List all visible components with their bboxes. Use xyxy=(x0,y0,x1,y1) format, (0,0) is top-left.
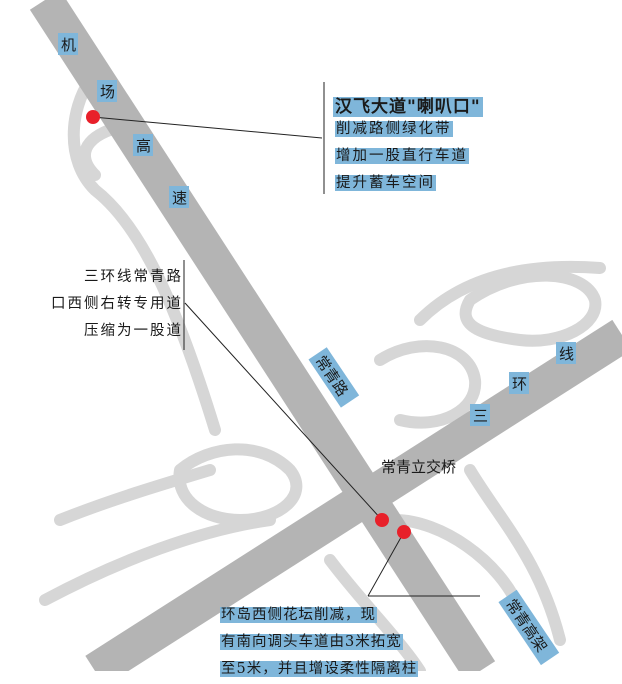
road-labels: 机 场 高 速 常青路 三 环 线 常青高架 xyxy=(58,33,576,666)
south-ramp-west xyxy=(324,554,426,671)
west-ramp xyxy=(54,464,216,526)
annotation-sanhuan-line: 压缩为一股道 xyxy=(84,323,183,339)
annotation-hanfei-title-text: 汉飞大道"喇叭口" xyxy=(333,97,483,117)
road-label-gao: 高 xyxy=(136,137,151,155)
marker-roundabout xyxy=(397,525,411,539)
markers xyxy=(86,110,411,539)
airport-expressway-road xyxy=(29,0,496,671)
annotation-sanhuan-line: 口西侧右转专用道 xyxy=(51,296,183,312)
southwest-ramp xyxy=(39,514,276,606)
marker-sanhuan xyxy=(375,513,389,527)
leader-sanhuan xyxy=(184,302,383,521)
southeast-ramp xyxy=(464,464,566,646)
third-ring-road xyxy=(85,319,622,671)
main-roads xyxy=(29,0,622,671)
road-label-xian: 线 xyxy=(559,345,574,363)
annotation-roundabout-line: 有南向调头车道由3米拓宽 xyxy=(220,634,403,650)
west-loop xyxy=(173,443,303,526)
east-ramp-upper xyxy=(414,260,606,326)
annotation-hanfei-lines: 削减路侧绿化带 增加一股直行车道 提升蓄车空间 xyxy=(335,117,469,198)
annotation-sanhuan-line: 三环线常青路 xyxy=(84,269,183,285)
annotation-hanfei-line: 提升蓄车空间 xyxy=(335,175,436,191)
leader-roundabout xyxy=(367,531,405,597)
leader-lines xyxy=(92,82,480,597)
leader-hanfei xyxy=(92,116,323,139)
east-loop xyxy=(459,269,602,347)
annotation-hanfei-line: 增加一股直行车道 xyxy=(335,148,469,164)
interchange-label: 常青立交桥 xyxy=(381,458,457,476)
annotation-sanhuan-lines: 三环线常青路 口西侧右转专用道 压缩为一股道 xyxy=(50,265,184,346)
annotation-roundabout-lines: 环岛西侧花坛削减，现 有南向调头车道由3米拓宽 至5米，并且增设柔性隔离柱 xyxy=(220,603,419,684)
central-loop xyxy=(374,340,482,429)
road-label-su: 速 xyxy=(172,189,187,207)
road-label-ji: 机 xyxy=(61,36,76,54)
annotation-hanfei-title: 汉飞大道"喇叭口" xyxy=(333,92,483,117)
annotation-roundabout-line: 环岛西侧花坛削减，现 xyxy=(220,607,377,623)
marker-hanfei xyxy=(86,110,100,124)
road-label-huan: 环 xyxy=(512,375,527,393)
south-loop xyxy=(389,514,526,616)
road-label-san: 三 xyxy=(473,407,488,425)
annotation-hanfei-line: 削减路侧绿化带 xyxy=(335,121,453,137)
road-label-chang: 场 xyxy=(100,83,115,101)
